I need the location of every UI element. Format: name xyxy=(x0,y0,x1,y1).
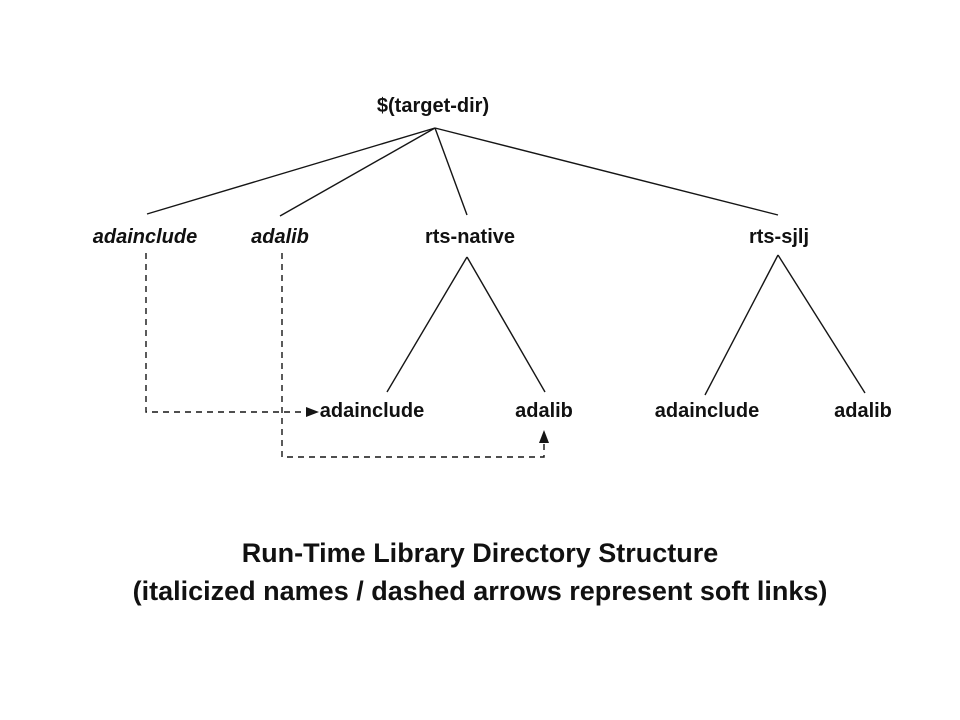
edge-rts-sjlj-adainclude xyxy=(704,254,779,396)
edge-rts-native-adalib xyxy=(466,256,546,393)
tree-node-rts-native-adalib: adalib xyxy=(515,400,573,422)
tree-node-adalib-softlink: adalib xyxy=(251,226,309,248)
soft-link-path-adalib xyxy=(281,253,545,458)
edge-root-rts-sjlj xyxy=(434,127,779,216)
edge-root-adainclude xyxy=(146,127,436,215)
soft-link-path-adainclude xyxy=(145,253,306,413)
tree-node-adainclude-softlink: adainclude xyxy=(92,226,198,248)
edge-rts-native-adainclude xyxy=(386,256,468,393)
figure-caption: Run-Time Library Directory Structure (it… xyxy=(0,534,960,610)
caption-subtitle: (italicized names / dashed arrows repres… xyxy=(132,576,828,606)
tree-node-rts-native-adainclude: adainclude xyxy=(319,400,425,422)
tree-node-rts-sjlj: rts-sjlj xyxy=(748,226,810,248)
soft-link-arrowhead-right-icon xyxy=(306,407,319,417)
edge-rts-sjlj-adalib xyxy=(777,254,866,394)
soft-link-arrowhead-up-icon xyxy=(539,430,549,443)
tree-node-rts-native: rts-native xyxy=(424,226,516,248)
edge-root-adalib xyxy=(279,127,436,217)
caption-title: Run-Time Library Directory Structure xyxy=(241,538,719,568)
edge-root-rts-native xyxy=(434,127,468,216)
tree-node-rts-sjlj-adainclude: adainclude xyxy=(654,400,760,422)
tree-node-target-dir: $(target-dir) xyxy=(376,95,490,117)
tree-node-rts-sjlj-adalib: adalib xyxy=(834,400,892,422)
